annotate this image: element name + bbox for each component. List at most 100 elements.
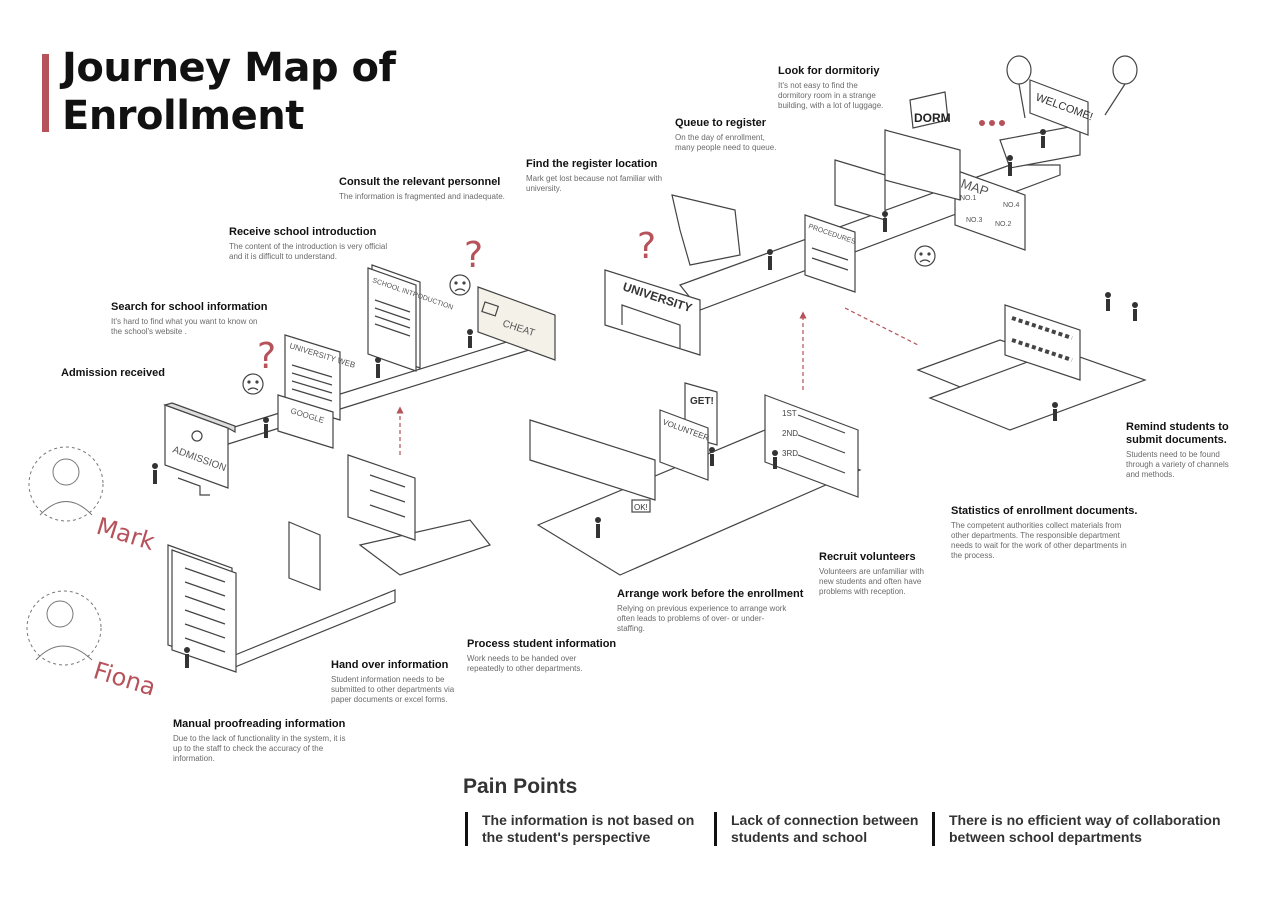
step-search-school-info: Search for school information It's hard … [111, 301, 268, 337]
cheat-board: CHEAT [477, 286, 556, 361]
rank1-label: 1ST [782, 409, 797, 418]
ok-sign: OK! [631, 499, 651, 513]
step-title: Find the register location [526, 158, 658, 170]
page-title: Journey Map of Enrollment [62, 44, 396, 140]
step-description: It's not easy to find the dormitory room… [778, 81, 884, 110]
balloon-right [1112, 55, 1138, 85]
step-description: It's hard to find what you want to know … [111, 317, 258, 336]
pain-point-line: Lack of connection between [731, 812, 919, 828]
step-receive-introduction: Receive school introduction The content … [229, 226, 389, 262]
school-introduction-booklet: SCHOOL INTRODUCTION [367, 264, 454, 372]
sad-face-2 [449, 274, 471, 296]
welcome-sign: WELCOME! [1006, 55, 1138, 136]
step-title: Process student information [467, 638, 617, 650]
proofreading-list-board [167, 544, 237, 673]
step-hand-over-info: Hand over information Student informatio… [331, 659, 461, 705]
pain-points-title: Pain Points [463, 775, 578, 798]
pain-point-line: The information is not based on [482, 812, 695, 828]
step-title: Look for dormitoriy [778, 65, 880, 77]
pain-point-3: There is no efficient way of collaborati… [932, 812, 1221, 846]
title-accent-bar [42, 54, 49, 132]
connector-remind [844, 307, 919, 346]
step-title: Statistics of enrollment documents. [951, 505, 1138, 517]
step-description: Volunteers are unfamiliar with new stude… [819, 567, 924, 596]
step-title: Search for school information [111, 301, 268, 313]
sad-face-1 [242, 373, 264, 395]
rank2-label: 2ND [782, 429, 798, 438]
step-description: Students need to be found through a vari… [1126, 450, 1229, 479]
step-description: The competent authorities collect materi… [951, 521, 1127, 560]
statistics-grid-board [1004, 304, 1081, 381]
step-description: The content of the introduction is very … [229, 242, 388, 261]
google-phone: GOOGLE [277, 394, 334, 449]
people-figures [152, 129, 1138, 668]
step-title: Arrange work before the enrollment [617, 588, 804, 600]
step-title: Manual proofreading information [173, 718, 346, 730]
platform-staff-handover [358, 519, 492, 576]
map-no1-label: NO.1 [960, 195, 976, 202]
step-title: Queue to register [675, 117, 767, 129]
ok-label: OK! [634, 503, 648, 512]
ellipsis-dot-3 [999, 120, 1005, 126]
page-title-line-1: Journey Map of [62, 45, 396, 91]
admission-sign: ADMISSION [163, 402, 236, 496]
step-consult-personnel: Consult the relevant personnel The infor… [339, 176, 519, 202]
step-find-register-location: Find the register location Mark get lost… [526, 158, 666, 194]
pain-point-2: Lack of connection between students and … [714, 812, 918, 846]
broken-building [671, 194, 741, 266]
map-no3-label: NO.3 [966, 217, 982, 224]
map-no2-label: NO.2 [995, 221, 1011, 228]
step-description: Student information needs to be submitte… [331, 675, 455, 704]
excel-document [288, 521, 321, 591]
sad-face-3 [914, 245, 936, 267]
platform-remind-2 [928, 349, 1147, 431]
step-manual-proofreading: Manual proofreading information Due to t… [173, 718, 353, 764]
step-title: Admission received [61, 367, 165, 379]
mark-avatar [28, 446, 104, 522]
campus-map-board: MAP NO.1 NO.3 NO.2 NO.4 [954, 169, 1026, 251]
map-no4-label: NO.4 [1003, 202, 1019, 209]
question-mark-1: ? [257, 336, 276, 377]
step-description: Work needs to be handed over repeatedly … [467, 654, 583, 673]
pain-point-1: The information is not based on the stud… [465, 812, 694, 846]
ranking-board: 1ST 2ND 3RD [764, 394, 859, 498]
rank3-label: 3RD [782, 449, 798, 458]
step-title: Receive school introduction [229, 226, 377, 238]
get-label: GET! [690, 396, 714, 407]
pain-point-line: There is no efficient way of collaborati… [949, 812, 1221, 828]
procedures-board: PROCEDURES [804, 214, 857, 293]
handover-form-board [347, 454, 416, 541]
step-title: Consult the relevant personnel [339, 176, 501, 188]
step-statistics-documents: Statistics of enrollment documents. The … [951, 505, 1138, 561]
pain-point-line: students and school [731, 829, 868, 845]
page-title-line-2: Enrollment [62, 93, 304, 139]
step-description: Relying on previous experience to arrang… [617, 604, 787, 633]
step-remind-students: Remind students to submit documents. Stu… [1126, 421, 1236, 480]
step-description: On the day of enrollment, many people ne… [675, 133, 777, 152]
pain-point-line: the student's perspective [482, 829, 651, 845]
step-recruit-volunteers: Recruit volunteers Volunteers are unfami… [819, 551, 929, 597]
step-title: Hand over information [331, 659, 449, 671]
platform-dorm-end [999, 124, 1081, 169]
ellipsis-dot-2 [989, 120, 995, 126]
question-mark-2: ? [464, 235, 483, 276]
question-mark-3: ? [637, 226, 656, 267]
step-title: Recruit volunteers [819, 551, 916, 563]
work-planning-board [529, 419, 656, 501]
platform-staff-proofreading [234, 589, 396, 668]
fiona-avatar [26, 590, 102, 666]
dorm-label: DORM [914, 111, 951, 125]
step-description: The information is fragmented and inadeq… [339, 192, 505, 201]
step-process-student-info: Process student information Work needs t… [467, 638, 617, 674]
step-title: Remind students to submit documents. [1126, 421, 1229, 446]
step-admission-received: Admission received [61, 367, 165, 380]
step-arrange-work: Arrange work before the enrollment Relyi… [617, 588, 804, 634]
step-description: Due to the lack of functionality in the … [173, 734, 346, 763]
step-look-for-dormitory: Look for dormitoriy It's not easy to fin… [778, 65, 893, 111]
ellipsis-dot-1 [979, 120, 985, 126]
balloon-left [1006, 55, 1032, 85]
step-queue-to-register: Queue to register On the day of enrollme… [675, 117, 785, 153]
step-description: Mark get lost because not familiar with … [526, 174, 663, 193]
